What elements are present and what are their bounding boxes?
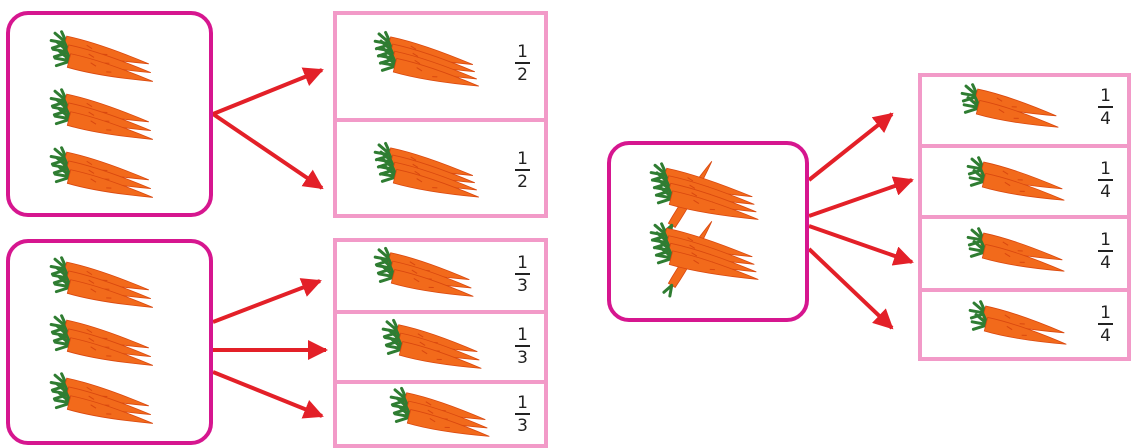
arrow-icon <box>809 249 892 328</box>
carrot-icon <box>53 151 173 195</box>
part-cell: 1 2 <box>337 118 544 218</box>
fraction-label: 1 3 <box>515 394 530 435</box>
part-cell: 1 2 <box>337 15 544 118</box>
carrot-icon <box>53 261 173 305</box>
fraction-label: 1 4 <box>1098 231 1113 272</box>
fraction-denominator: 2 <box>517 66 528 84</box>
carrot-icon <box>970 233 1085 271</box>
arrow-icon <box>809 114 892 180</box>
fraction-denominator: 3 <box>517 277 528 295</box>
fraction-bar <box>1098 106 1113 108</box>
fraction-denominator: 3 <box>517 417 528 435</box>
fraction-numerator: 1 <box>517 150 528 168</box>
part-cell: 1 4 <box>922 288 1127 361</box>
fraction-numerator: 1 <box>517 394 528 412</box>
carrot-icon <box>53 35 173 79</box>
fraction-label: 1 3 <box>515 326 530 367</box>
source-box-thirds <box>6 239 213 445</box>
fraction-denominator: 2 <box>517 173 528 191</box>
fraction-label: 1 2 <box>515 150 530 191</box>
fraction-denominator: 4 <box>1100 110 1111 128</box>
carrot-icon <box>377 35 497 83</box>
arrow-icon <box>809 226 912 262</box>
fraction-label: 1 3 <box>515 254 530 295</box>
arrow-icon <box>213 114 322 188</box>
fraction-label: 1 4 <box>1098 87 1113 128</box>
part-cell: 1 3 <box>337 380 544 448</box>
part-cell: 1 4 <box>922 77 1127 144</box>
fraction-label: 1 2 <box>515 43 530 84</box>
fraction-numerator: 1 <box>517 254 528 272</box>
carrot-icon <box>393 392 508 434</box>
fraction-label: 1 4 <box>1098 160 1113 201</box>
fraction-bar <box>515 413 530 415</box>
carrot-icon <box>377 252 492 294</box>
fraction-numerator: 1 <box>1100 231 1111 249</box>
thirds-target-group: 1 3 1 3 1 3 <box>333 238 548 448</box>
part-cell: 1 4 <box>922 144 1127 215</box>
fraction-numerator: 1 <box>1100 304 1111 322</box>
quarters-target-group: 1 4 1 4 1 4 1 4 <box>918 73 1131 361</box>
arrow-icon <box>213 281 320 322</box>
fraction-denominator: 4 <box>1100 254 1111 272</box>
fraction-bar <box>1098 250 1113 252</box>
halves-target-group: 1 2 1 2 <box>333 11 548 218</box>
carrot-icon <box>964 89 1079 127</box>
source-box-quarters <box>607 141 809 322</box>
arrow-icon <box>809 180 912 216</box>
carrot-icon <box>653 217 778 289</box>
carrot-icon <box>53 93 173 137</box>
source-box-halves <box>6 11 213 217</box>
part-cell: 1 4 <box>922 215 1127 288</box>
fraction-bar <box>1098 323 1113 325</box>
fraction-numerator: 1 <box>1100 87 1111 105</box>
fraction-label: 1 4 <box>1098 304 1113 345</box>
carrot-icon <box>385 324 500 366</box>
carrot-icon <box>972 306 1087 344</box>
fraction-bar <box>1098 179 1113 181</box>
fraction-denominator: 3 <box>517 349 528 367</box>
fraction-bar <box>515 169 530 171</box>
fraction-denominator: 4 <box>1100 327 1111 345</box>
arrow-icon <box>213 70 322 114</box>
carrot-icon <box>53 377 173 421</box>
carrot-icon <box>377 146 497 194</box>
fraction-numerator: 1 <box>517 43 528 61</box>
fraction-numerator: 1 <box>1100 160 1111 178</box>
fraction-bar <box>515 273 530 275</box>
fraction-bar <box>515 345 530 347</box>
fraction-denominator: 4 <box>1100 183 1111 201</box>
fraction-bar <box>515 62 530 64</box>
carrot-icon <box>970 162 1085 200</box>
fraction-numerator: 1 <box>517 326 528 344</box>
part-cell: 1 3 <box>337 310 544 380</box>
carrot-icon <box>53 319 173 363</box>
arrow-icon <box>213 372 322 416</box>
part-cell: 1 3 <box>337 242 544 310</box>
